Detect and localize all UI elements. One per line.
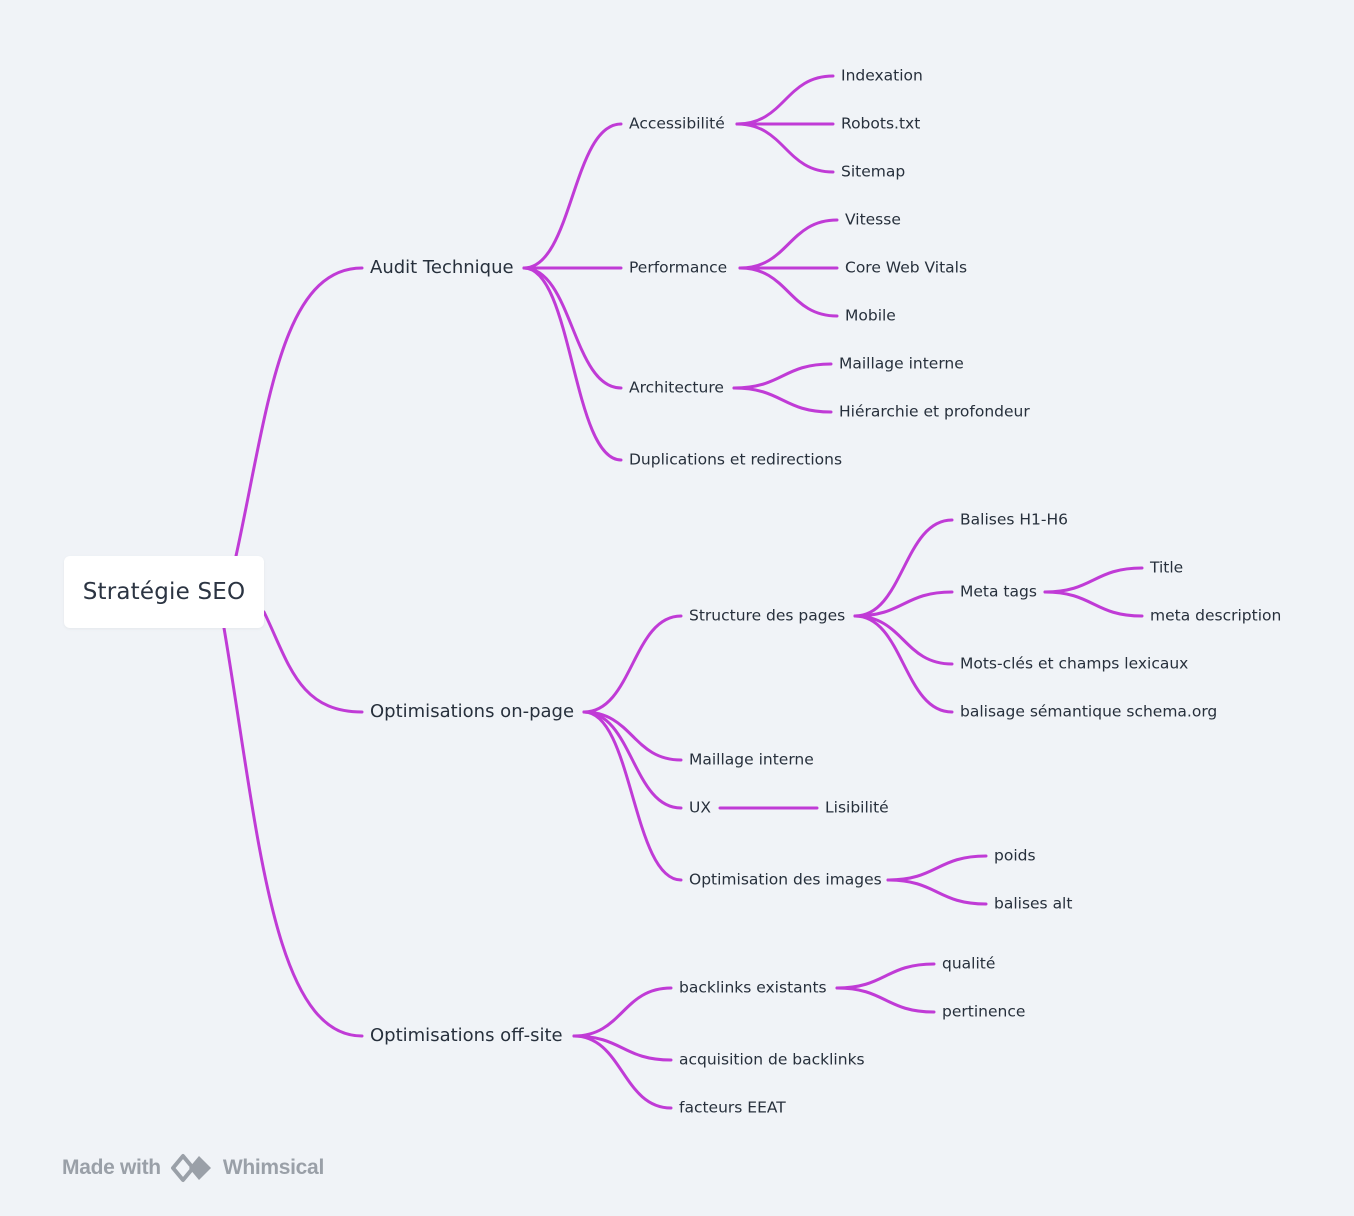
connector-audit-technique-to-duplications-et-redirections xyxy=(522,266,623,462)
connector-optimisation-des-images-to-balises-alt xyxy=(886,878,988,906)
whimsical-brand-text: Whimsical xyxy=(222,1156,324,1179)
node-acquisition-de-backlinks[interactable]: acquisition de backlinks xyxy=(679,1050,865,1069)
connector-root-to-optimisations-on-page xyxy=(262,610,364,714)
connector-meta-tags-to-meta-description xyxy=(1043,590,1144,618)
root-label: Stratégie SEO xyxy=(82,579,246,605)
node-title[interactable]: Title xyxy=(1150,558,1184,577)
connector-structure-des-pages-to-meta-tags xyxy=(853,590,954,618)
connector-optimisations-on-page-to-ux xyxy=(582,710,683,810)
node-pertinence[interactable]: pertinence xyxy=(942,1002,1026,1021)
node-meta-description[interactable]: meta description xyxy=(1150,606,1282,625)
node-indexation[interactable]: Indexation xyxy=(841,66,923,85)
node-vitesse[interactable]: Vitesse xyxy=(845,210,901,229)
connector-architecture-to-maillage-interne xyxy=(732,362,833,390)
node-balises-h1-h6[interactable]: Balises H1-H6 xyxy=(960,510,1068,529)
connector-optimisations-off-site-to-backlinks-existants xyxy=(572,986,673,1038)
connector-root-to-audit-technique xyxy=(234,266,364,558)
node-architecture[interactable]: Architecture xyxy=(629,378,724,397)
connector-root-to-optimisations-off-site xyxy=(222,626,364,1038)
node-robots-txt[interactable]: Robots.txt xyxy=(841,114,921,133)
node-mobile[interactable]: Mobile xyxy=(845,306,896,325)
connector-performance-to-vitesse xyxy=(738,218,839,270)
node-balisage-semantique-schema-org[interactable]: balisage sémantique schema.org xyxy=(960,702,1218,721)
node-structure-des-pages[interactable]: Structure des pages xyxy=(689,606,846,625)
node-qualite[interactable]: qualité xyxy=(942,954,996,973)
connector-backlinks-existants-to-pertinence xyxy=(835,986,936,1014)
connector-optimisations-on-page-to-structure-des-pages xyxy=(582,614,683,714)
made-with-text: Made with xyxy=(62,1156,161,1179)
root-node[interactable]: Stratégie SEO xyxy=(64,556,264,628)
node-backlinks-existants[interactable]: backlinks existants xyxy=(679,978,827,997)
node-performance[interactable]: Performance xyxy=(629,258,728,277)
branch-optimisations-on-page[interactable]: Optimisations on-page xyxy=(370,701,575,722)
node-sitemap[interactable]: Sitemap xyxy=(841,162,906,181)
connector-optimisations-on-page-to-optimisation-des-images xyxy=(582,710,683,882)
whimsical-logo-icon xyxy=(170,1154,211,1182)
connector-structure-des-pages-to-balises-h1-h6 xyxy=(853,518,954,618)
connector-backlinks-existants-to-qualite xyxy=(835,962,936,990)
node-duplications-et-redirections[interactable]: Duplications et redirections xyxy=(629,450,843,469)
node-poids[interactable]: poids xyxy=(994,846,1036,865)
connector-meta-tags-to-title xyxy=(1043,566,1144,594)
node-core-web-vitals[interactable]: Core Web Vitals xyxy=(845,258,968,277)
connector-audit-technique-to-accessibilite xyxy=(522,122,623,270)
made-with-whimsical-badge[interactable]: Made with Whimsical xyxy=(62,1152,324,1184)
node-balises-alt[interactable]: balises alt xyxy=(994,894,1073,913)
node-maillage-interne[interactable]: Maillage interne xyxy=(689,750,814,769)
connector-optimisation-des-images-to-poids xyxy=(886,854,988,882)
connector-structure-des-pages-to-mots-cles-et-champs-lexicaux xyxy=(853,614,954,666)
connector-optimisations-off-site-to-facteurs-eeat xyxy=(572,1034,673,1110)
connector-audit-technique-to-architecture xyxy=(522,266,623,390)
node-maillage-interne[interactable]: Maillage interne xyxy=(839,354,964,373)
node-accessibilite[interactable]: Accessibilité xyxy=(629,114,725,133)
node-lisibilite[interactable]: Lisibilité xyxy=(825,798,889,817)
branch-audit-technique[interactable]: Audit Technique xyxy=(370,257,514,278)
branch-optimisations-off-site[interactable]: Optimisations off-site xyxy=(370,1025,563,1046)
connector-performance-to-mobile xyxy=(738,266,839,318)
node-ux[interactable]: UX xyxy=(689,798,711,817)
connector-accessibilite-to-indexation xyxy=(735,74,835,126)
node-facteurs-eeat[interactable]: facteurs EEAT xyxy=(679,1098,786,1117)
connector-accessibilite-to-sitemap xyxy=(735,122,835,174)
node-hierarchie-et-profondeur[interactable]: Hiérarchie et profondeur xyxy=(839,402,1030,421)
node-meta-tags[interactable]: Meta tags xyxy=(960,582,1037,601)
node-mots-cles-et-champs-lexicaux[interactable]: Mots-clés et champs lexicaux xyxy=(960,654,1189,673)
connector-structure-des-pages-to-balisage-semantique-schema-org xyxy=(853,614,954,714)
connector-architecture-to-hierarchie-et-profondeur xyxy=(732,386,833,414)
node-optimisation-des-images[interactable]: Optimisation des images xyxy=(689,870,882,889)
